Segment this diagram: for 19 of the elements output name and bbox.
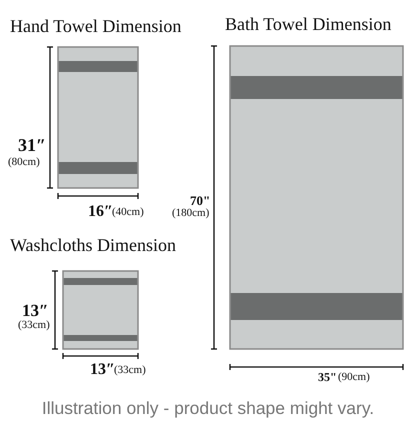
dimension-label: 16″ — [88, 204, 113, 220]
dimension-label: (33cm) — [114, 365, 146, 376]
dimension-label: 31″ — [18, 136, 46, 154]
dimension-label: (40cm) — [112, 207, 144, 218]
dimension-label: (33cm) — [18, 320, 50, 331]
caption: Illustration only - product shape might vary. — [40, 398, 376, 419]
dimension-label: (80cm) — [8, 157, 40, 168]
towel-drawing — [57, 46, 139, 189]
dimension-label: 35" — [318, 371, 337, 383]
towel-title: Hand Towel Dimension — [10, 16, 182, 36]
towel-drawing — [62, 270, 139, 350]
dimension-label: 13″ — [22, 302, 48, 319]
towel-drawing — [229, 45, 404, 350]
towel-title: Washcloths Dimension — [10, 235, 176, 255]
dimension-label: 13″ — [90, 362, 115, 378]
dimension-label: (90cm) — [338, 372, 370, 383]
dimension-label: (180cm) — [172, 208, 210, 219]
towel-title: Bath Towel Dimension — [225, 14, 392, 34]
dimension-label: 70" — [190, 194, 210, 207]
